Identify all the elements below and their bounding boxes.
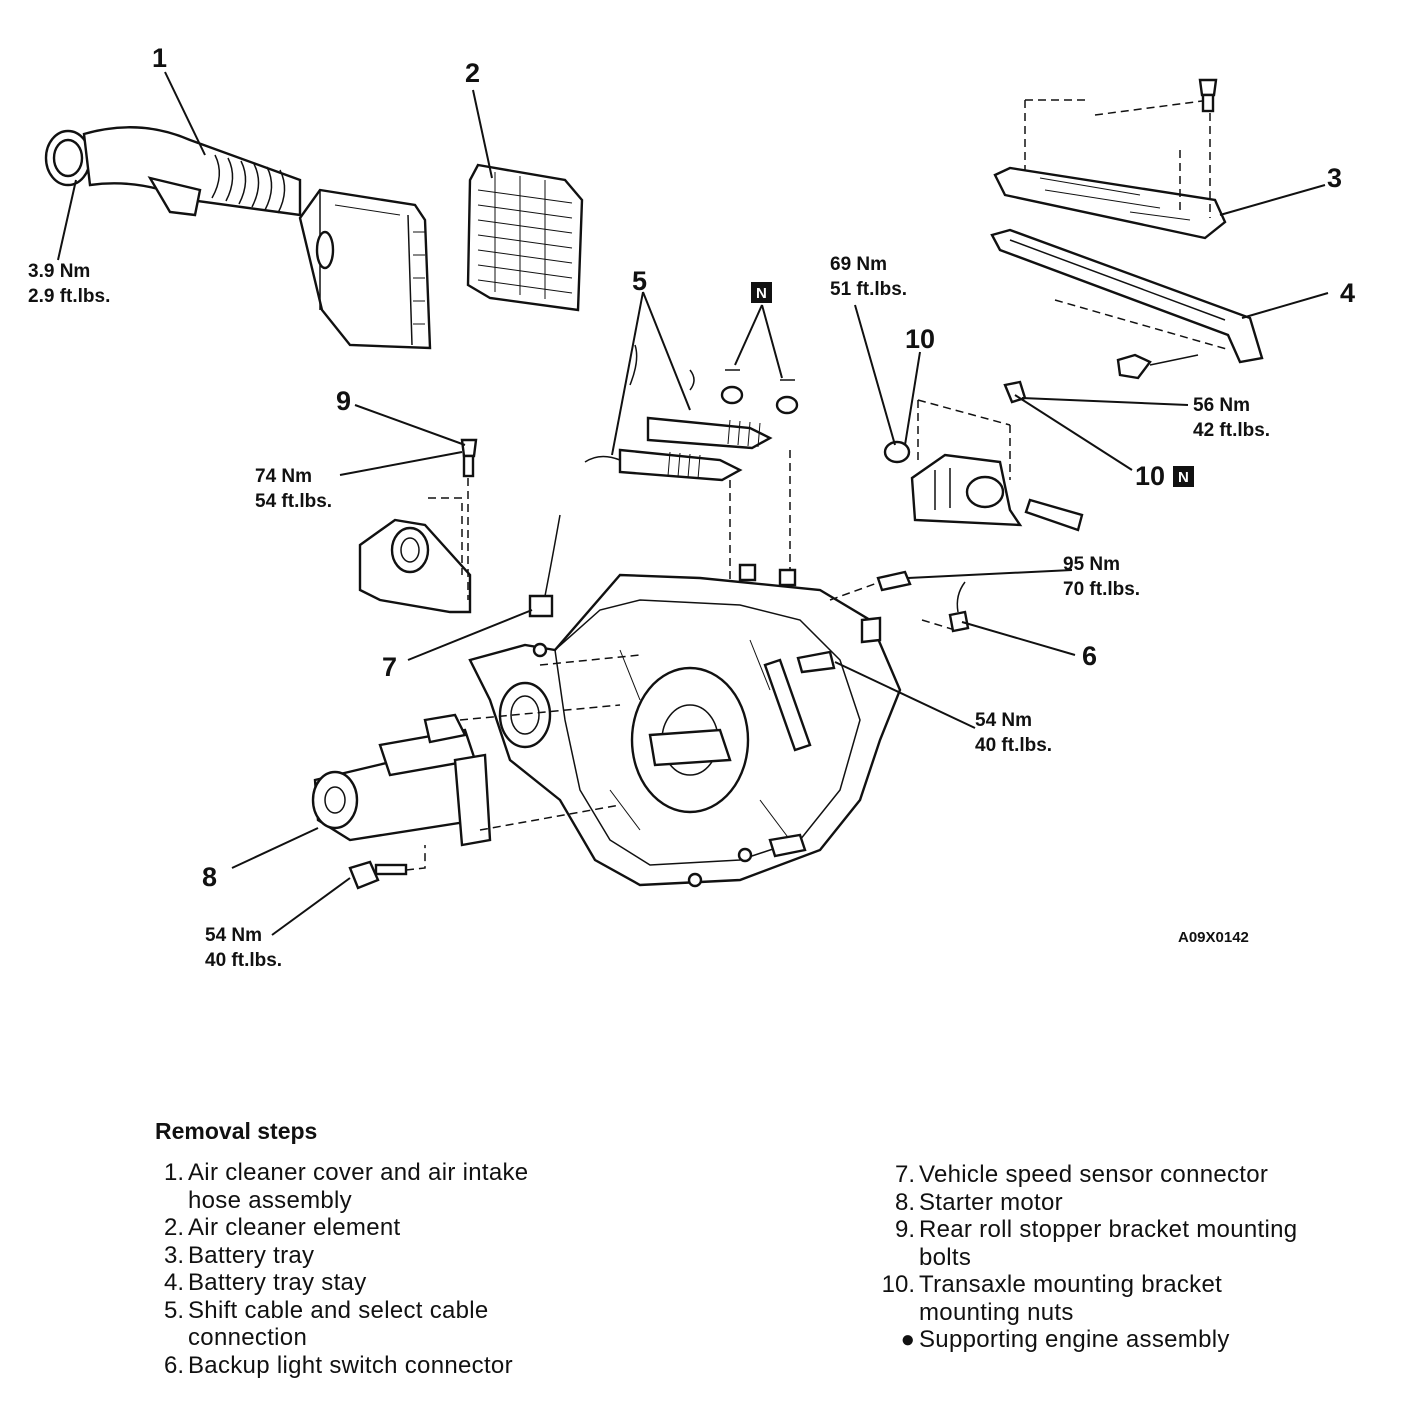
n-marker-bottom: N xyxy=(1173,466,1194,487)
air-cleaner-element xyxy=(466,163,584,312)
callout-numbers: 1 2 3 4 5 6 7 8 9 10 10 xyxy=(152,43,1355,892)
torque-bracket-nut-nm: 69 Nm xyxy=(830,254,887,275)
legend-item-4: 4. Battery tray stay xyxy=(152,1269,622,1297)
bullet-icon: ● xyxy=(900,1326,916,1353)
backup-light-switch-connector xyxy=(860,581,970,644)
legend-item-text: Air cleaner cover and air intake xyxy=(188,1159,529,1186)
legend-item-text: Battery tray stay xyxy=(188,1269,367,1296)
torque-starter-bolt-ftlbs: 40 ft.lbs. xyxy=(205,950,282,971)
legend-item-8: 8. Starter motor xyxy=(868,1189,1378,1217)
callout-3: 3 xyxy=(1327,163,1342,193)
callout-10-bottom: 10 xyxy=(1135,461,1165,491)
legend-item-text-cont: hose assembly xyxy=(188,1186,352,1214)
torque-case-bolt-ftlbs: 70 ft.lbs. xyxy=(1063,579,1140,600)
callout-1: 1 xyxy=(152,43,167,73)
legend-item-text: Air cleaner element xyxy=(188,1214,401,1241)
callout-10-top: 10 xyxy=(905,324,935,354)
legend-item-text: Transaxle mounting bracket xyxy=(919,1271,1223,1298)
legend-item-10: 10. Transaxle mounting bracket mounting … xyxy=(868,1271,1378,1326)
torque-case-bolt-nm: 95 Nm xyxy=(1063,554,1120,575)
rear-roll-stopper-bracket xyxy=(358,438,478,614)
legend-item-text: Starter motor xyxy=(919,1188,1063,1216)
callout-6: 6 xyxy=(1082,641,1097,671)
legend-item-bullet: ● Supporting engine assembly xyxy=(868,1326,1378,1354)
legend-item-index: 3. xyxy=(163,1241,184,1269)
leader-lines xyxy=(57,71,1329,936)
legend-item-text-cont: connection xyxy=(188,1324,308,1351)
legend-item-9: 9. Rear roll stopper bracket mounting bo… xyxy=(868,1216,1378,1271)
legend-item-index: 5. xyxy=(163,1296,184,1324)
starter-motor xyxy=(311,713,492,890)
legend-item-text-cont: bolts xyxy=(919,1243,972,1271)
legend-item-text: Shift cable and select cable xyxy=(188,1296,489,1324)
n-marker-top: N xyxy=(751,282,772,303)
legend-item-2: 2. Air cleaner element xyxy=(152,1214,622,1242)
legend-right-column: 7. Vehicle speed sensor connector 8. Sta… xyxy=(868,1161,1378,1354)
n-marker-top-label: N xyxy=(756,285,767,302)
legend-item-3: 3. Battery tray xyxy=(152,1242,622,1270)
vehicle-speed-sensor-connector xyxy=(528,514,561,618)
torque-mount-nut-nm: 56 Nm xyxy=(1193,395,1250,416)
callout-5: 5 xyxy=(632,266,647,296)
legend-item-text-cont: mounting nuts xyxy=(919,1298,1074,1326)
air-cleaner-cover-and-intake-hose xyxy=(44,126,432,350)
legend-item-index: 7. xyxy=(894,1161,915,1188)
torque-starter-bolt-nm: 54 Nm xyxy=(205,925,262,946)
legend-item-5: 5. Shift cable and select cable connecti… xyxy=(152,1297,622,1352)
legend-item-7: 7. Vehicle speed sensor connector xyxy=(868,1161,1378,1189)
torque-roll-stopper-nm: 74 Nm xyxy=(255,466,312,487)
torque-specs: 3.9 Nm 2.9 ft.lbs. 69 Nm 51 ft.lbs. 56 N… xyxy=(28,254,1270,971)
legend-item-1: 1. Air cleaner cover and air intake hose… xyxy=(152,1159,622,1214)
legend-item-index: 8. xyxy=(894,1188,915,1216)
n-marker-bottom-label: N xyxy=(1178,469,1189,486)
legend-left-column: 1. Air cleaner cover and air intake hose… xyxy=(152,1159,622,1379)
legend-item-index: 2. xyxy=(163,1214,184,1241)
legend-item-index: 10. xyxy=(881,1271,915,1298)
figure-code: A09X0142 xyxy=(1178,929,1249,946)
legend-item-6: 6. Backup light switch connector xyxy=(152,1352,622,1380)
transaxle-case xyxy=(459,563,956,888)
shift-and-select-cables xyxy=(584,344,799,580)
legend-item-text: Backup light switch connector xyxy=(188,1351,513,1379)
torque-side-bolt-ftlbs: 40 ft.lbs. xyxy=(975,735,1052,756)
legend-item-index: 1. xyxy=(163,1159,184,1186)
legend-item-index: 9. xyxy=(894,1216,915,1243)
torque-air-cleaner-ftlbs: 2.9 ft.lbs. xyxy=(28,286,110,307)
torque-bracket-nut-ftlbs: 51 ft.lbs. xyxy=(830,279,907,300)
transaxle-mounting-bracket xyxy=(883,380,1084,532)
legend-heading: Removal steps xyxy=(155,1118,318,1144)
torque-mount-nut-ftlbs: 42 ft.lbs. xyxy=(1193,420,1270,441)
legend-item-index: 4. xyxy=(163,1269,184,1296)
callout-8: 8 xyxy=(202,862,217,892)
battery-tray xyxy=(993,78,1227,240)
callout-2: 2 xyxy=(465,58,480,88)
legend-item-index: 6. xyxy=(163,1351,184,1379)
battery-tray-stay xyxy=(990,228,1264,380)
legend-item-text: Battery tray xyxy=(188,1241,315,1269)
legend-item-text: Supporting engine assembly xyxy=(919,1326,1230,1353)
callout-7: 7 xyxy=(382,652,397,682)
legend-item-text: Rear roll stopper bracket mounting xyxy=(919,1216,1298,1243)
callout-9: 9 xyxy=(336,386,351,416)
torque-air-cleaner-nm: 3.9 Nm xyxy=(28,261,90,282)
torque-side-bolt-nm: 54 Nm xyxy=(975,710,1032,731)
torque-roll-stopper-ftlbs: 54 ft.lbs. xyxy=(255,491,332,512)
callout-4: 4 xyxy=(1340,278,1355,308)
legend-item-text: Vehicle speed sensor connector xyxy=(919,1161,1269,1188)
